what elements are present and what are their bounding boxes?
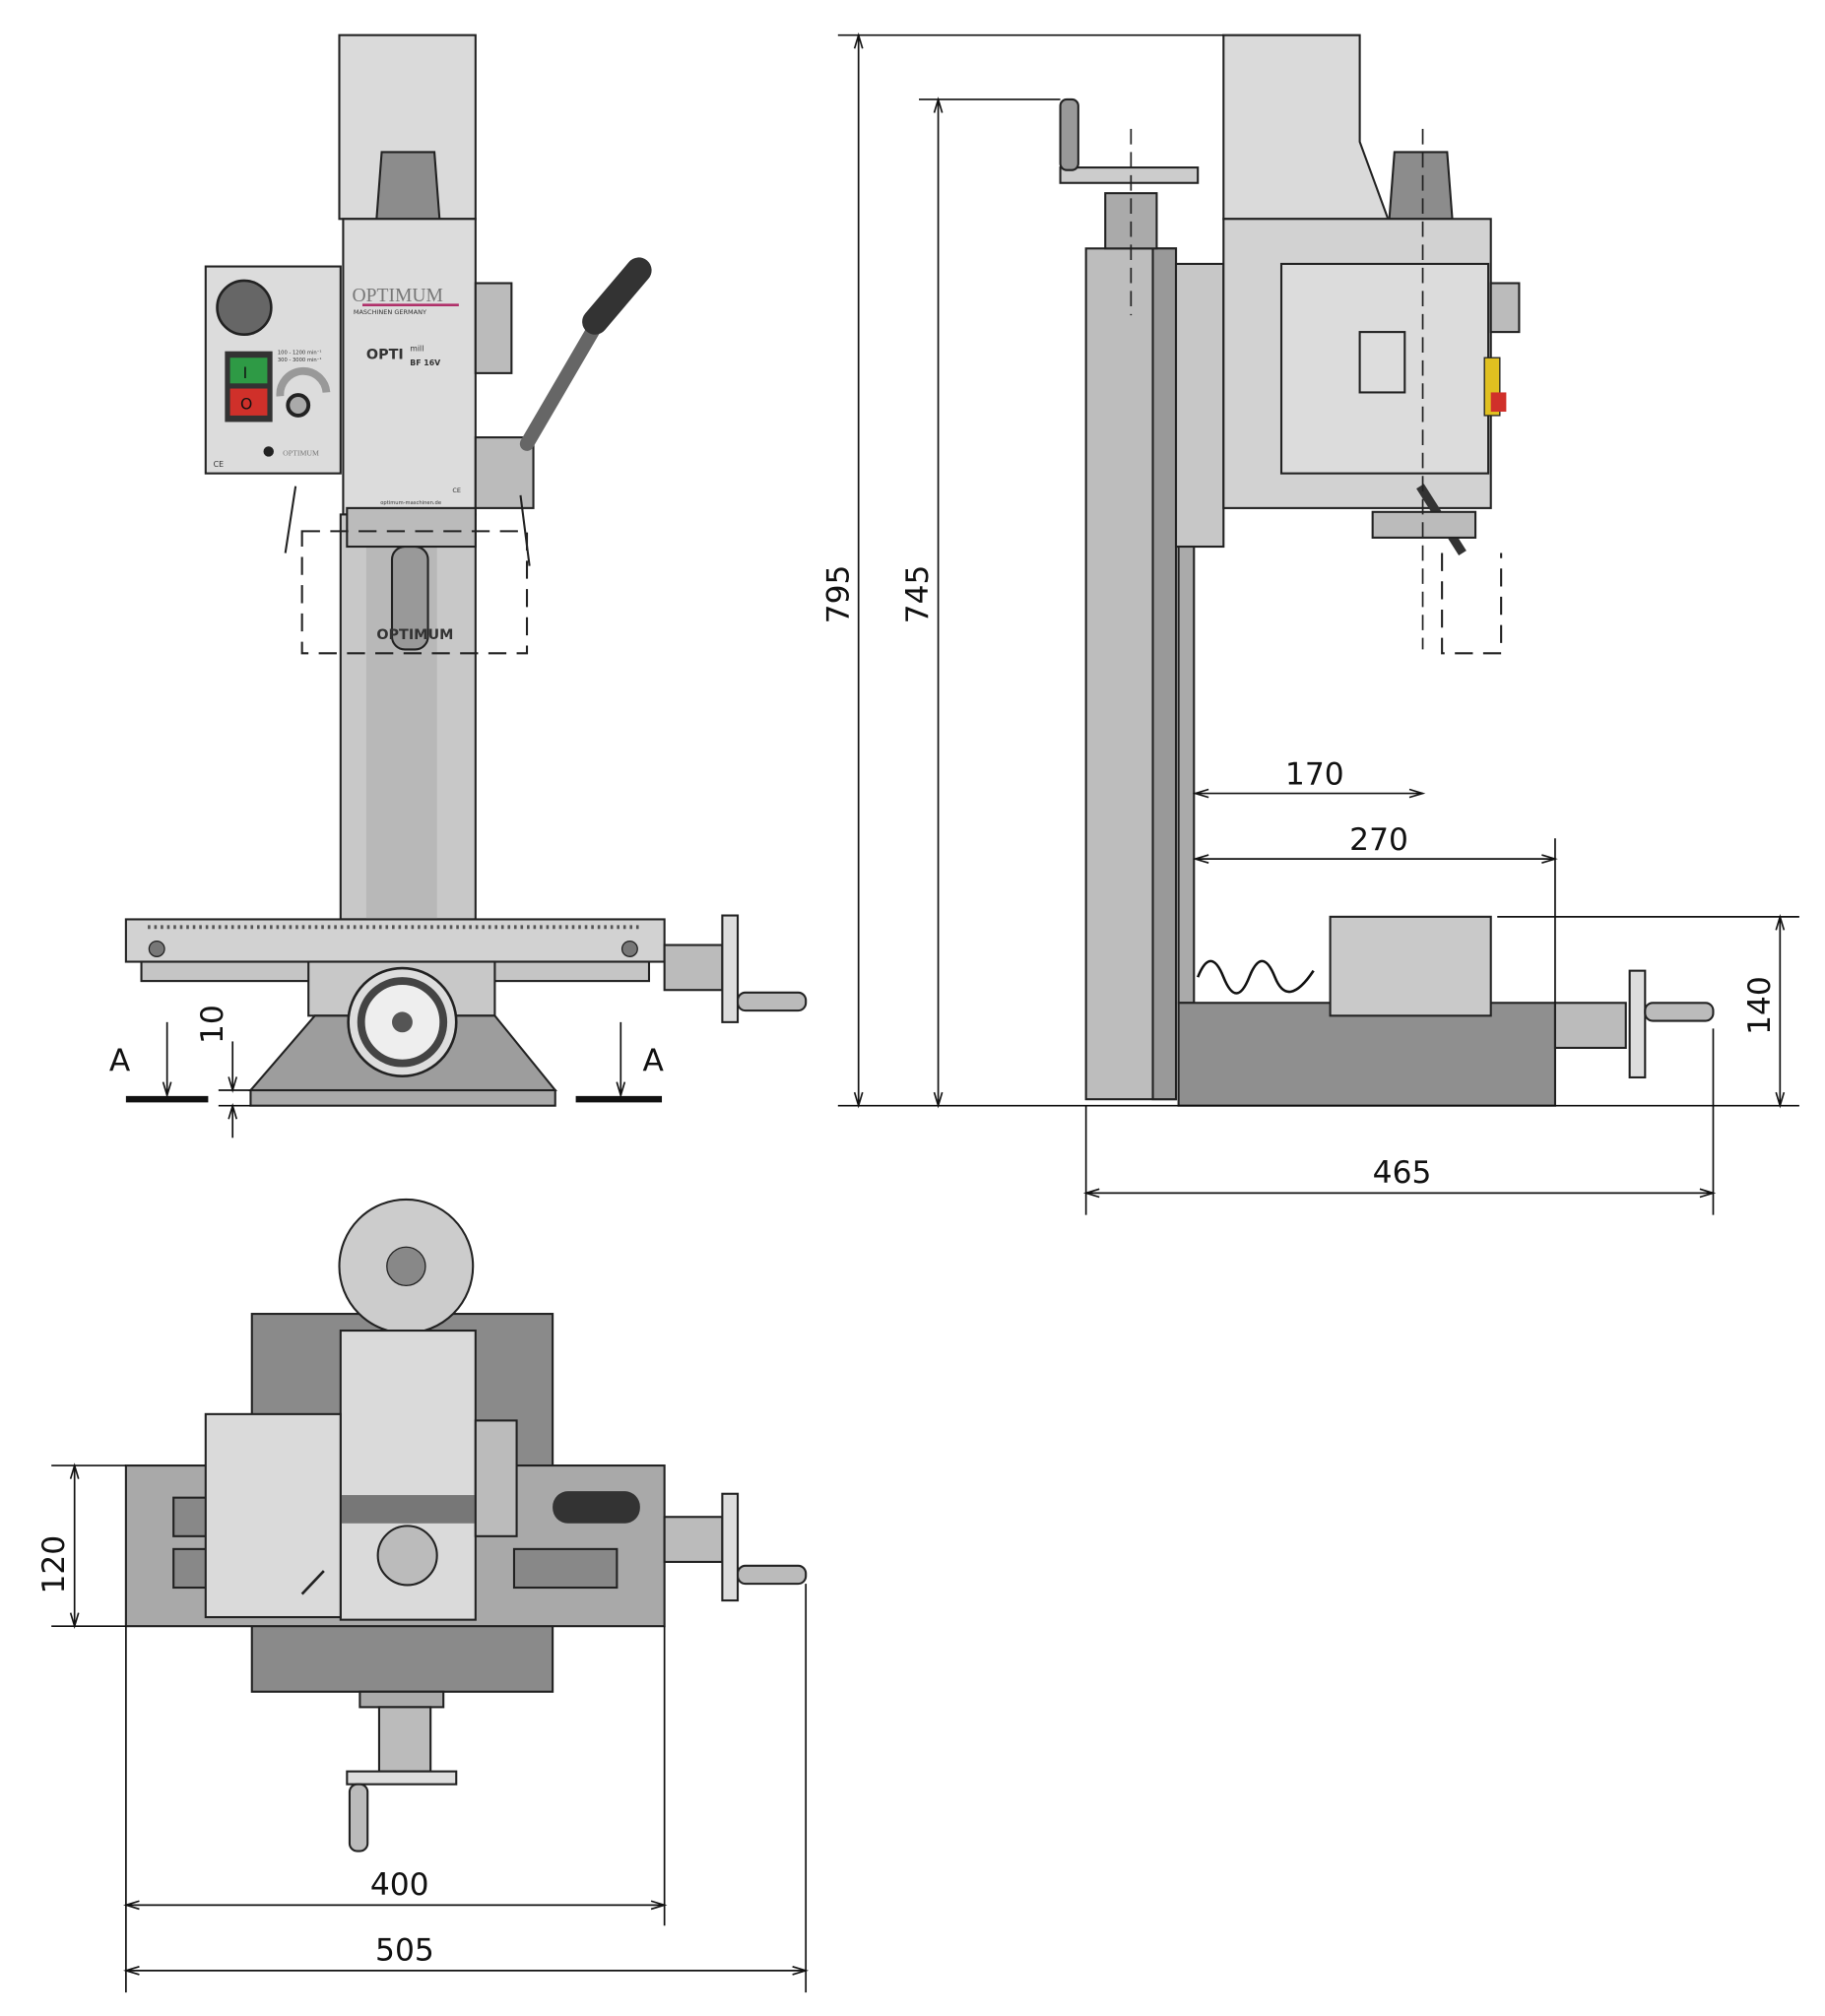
dim-base-height-side: 140 (1742, 976, 1778, 1035)
model-prefix: OPTI (366, 348, 404, 363)
dim-overall-height: 795 (820, 565, 856, 624)
dim-throat-spindle: 170 (1285, 756, 1344, 792)
dim-table-width: 120 (36, 1535, 72, 1594)
stop-button[interactable] (229, 388, 268, 416)
brand-logo: OPTIMUM (353, 286, 443, 306)
top-view: 120 400 505 (36, 1198, 810, 1993)
start-label: I (243, 363, 248, 382)
dim-throat-table: 270 (1349, 822, 1408, 858)
model-mill: mill (410, 345, 424, 354)
dim-depth: 465 (1373, 1155, 1432, 1191)
dim-table-length: 400 (370, 1867, 429, 1903)
front-view: OPTIMUM MASCHINEN GERMANY OPTI mill BF 1… (109, 33, 808, 1138)
speed-range-2: 300 - 3000 min⁻¹ (278, 358, 322, 363)
model-name: BF 16V (410, 358, 441, 367)
emergency-rotary-switch[interactable] (216, 279, 273, 337)
start-button[interactable] (229, 358, 268, 384)
head-body (342, 218, 477, 516)
panel-ce-mark: CE (214, 460, 224, 469)
dim-overall-width: 505 (375, 1932, 434, 1968)
column-logo: OPTIMUM (376, 627, 453, 643)
speed-range-1: 100 - 1200 min⁻¹ (278, 350, 322, 356)
machine-vise (1329, 915, 1492, 1017)
stop-label: O (240, 394, 252, 413)
side-view: 795 745 170 270 140 465 (820, 32, 1799, 1215)
brand-subtitle: MASCHINEN GERMANY (354, 308, 426, 316)
quill-handwheel[interactable] (1059, 166, 1200, 184)
table-handwheel[interactable] (721, 914, 740, 1023)
dim-base-height: 10 (195, 1005, 230, 1044)
panel-brand: OPTIMUM (283, 448, 319, 457)
website-text: optimum-maschinen.de (380, 500, 441, 506)
speed-knob[interactable] (286, 393, 311, 418)
ce-mark: CE (452, 487, 461, 494)
section-marker-left: A (109, 1043, 131, 1078)
section-marker-right: A (642, 1043, 664, 1078)
dim-table-to-top: 745 (900, 565, 936, 624)
